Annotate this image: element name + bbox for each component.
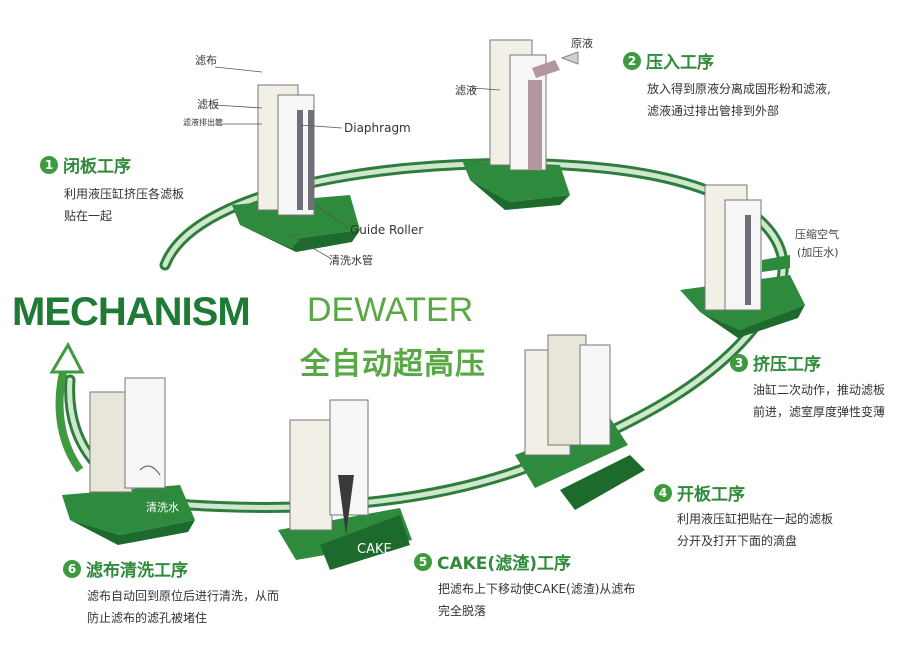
label-cake: CAKE (357, 542, 392, 557)
label-drain-pipe: 滤液排出管 (183, 118, 223, 127)
step-5-desc: 把滤布上下移动使CAKE(滤渣)从滤布 完全脱落 (438, 578, 635, 622)
step-6-title: 6 滤布清洗工序 (63, 556, 188, 581)
step-3-title-text: 挤压工序 (753, 355, 821, 375)
station-5-machine (278, 399, 412, 570)
step-5-title: 5 CAKE(滤渣)工序 (414, 549, 571, 574)
step-1-desc-line-1: 利用液压缸挤压各滤板 (64, 187, 185, 201)
step-6-desc-line-2: 防止滤布的滤孔被堵住 (87, 611, 208, 625)
label-wash-pipe: 清洗水管 (329, 254, 373, 267)
step-4-desc: 利用液压缸把贴在一起的滤板 分开及打开下面的滴盘 (677, 508, 833, 552)
step-4-title-text: 开板工序 (677, 485, 745, 505)
step-3-desc-line-1: 油缸二次动作，推动滤板 (753, 383, 886, 397)
step-3-title: 3 挤压工序 (730, 350, 821, 375)
step-3-desc: 油缸二次动作，推动滤板 前进，滤室厚度弹性变薄 (753, 379, 885, 423)
step-4-desc-line-1: 利用液压缸把贴在一起的滤板 (677, 512, 834, 526)
step-1-number: 1 (40, 155, 58, 174)
step-3-desc-line-2: 前进，滤室厚度弹性变薄 (753, 405, 886, 419)
step-2-desc: 放入得到原液分离成固形粉和滤液, 滤液通过排出管排到外部 (647, 78, 831, 122)
step-5-number: 5 (414, 552, 432, 571)
step-4-number: 4 (654, 483, 672, 502)
station-6-machine (62, 377, 195, 545)
label-filter-cloth: 滤布 (195, 54, 217, 67)
step-5-desc-line-2: 完全脱落 (438, 604, 487, 618)
dewater-heading: DEWATER (307, 291, 474, 329)
label-guide-roller: Guide Roller (350, 223, 424, 237)
full-auto-heading: 全自动超高压 (300, 347, 486, 382)
step-6-desc: 滤布自动回到原位后进行清洗，从而 防止滤布的滤孔被堵住 (87, 585, 279, 629)
step-1-desc-line-2: 贴在一起 (64, 209, 113, 223)
station-2-machine (462, 39, 579, 210)
step-4-desc-line-2: 分开及打开下面的滴盘 (677, 534, 798, 548)
step-2-title: 2 压入工序 (623, 48, 714, 73)
label-diaphragm: Diaphragm (344, 121, 411, 135)
step-5-desc-line-1: 把滤布上下移动使CAKE(滤渣)从滤布 (438, 582, 636, 596)
label-raw-liquid: 原液 (571, 37, 593, 50)
step-1-desc: 利用液压缸挤压各滤板 贴在一起 (64, 183, 184, 227)
step-2-desc-line-2: 滤液通过排出管排到外部 (647, 104, 780, 118)
step-1-title: 1 闭板工序 (40, 152, 131, 177)
station-1-machine (232, 84, 360, 252)
step-3-number: 3 (730, 353, 748, 372)
label-wash-water: 清洗水 (146, 501, 179, 514)
leader-lines (214, 66, 501, 259)
step-6-title-text: 滤布清洗工序 (86, 561, 188, 581)
label-filtrate: 滤液 (455, 84, 477, 97)
step-2-desc-line-1: 放入得到原液分离成固形粉和滤液, (647, 82, 831, 96)
step-6-number: 6 (63, 559, 81, 578)
step-5-title-text: CAKE(滤渣)工序 (437, 554, 571, 574)
station-3-machine (680, 184, 805, 338)
mechanism-heading: MECHANISM (12, 290, 251, 334)
label-pressurized-water: (加压水) (797, 246, 839, 259)
label-filter-plate: 滤板 (197, 98, 219, 111)
station-4-machine (515, 334, 645, 510)
step-6-desc-line-1: 滤布自动回到原位后进行清洗，从而 (87, 589, 280, 603)
step-4-title: 4 开板工序 (654, 480, 745, 505)
step-1-title-text: 闭板工序 (63, 157, 131, 177)
label-compressed-air: 压缩空气 (795, 228, 839, 241)
step-2-number: 2 (623, 51, 641, 70)
circulation-track (64, 158, 789, 513)
step-2-title-text: 压入工序 (646, 53, 714, 73)
return-arrow (49, 341, 85, 473)
